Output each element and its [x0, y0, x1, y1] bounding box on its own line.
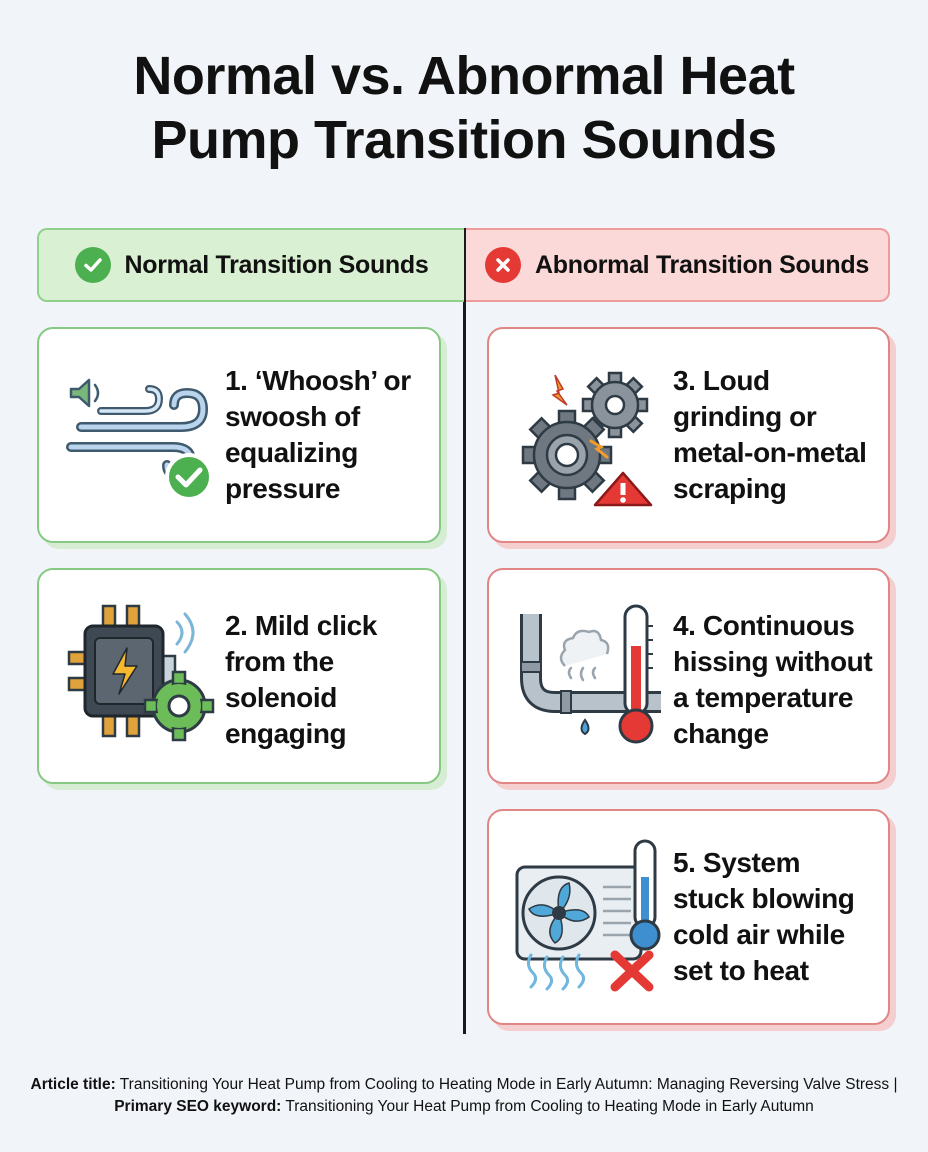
- label-line: solenoid: [225, 682, 337, 713]
- label-line: a temperature: [673, 682, 853, 713]
- label-line: grinding or: [673, 401, 817, 432]
- card-label: 5. System stuck blowing cold air while s…: [673, 845, 883, 989]
- x-icon: [485, 247, 522, 283]
- leaking-pipe-icon: [520, 604, 661, 744]
- title-line-2: Pump Transition Sounds: [151, 110, 777, 170]
- label-line: equalizing: [225, 437, 358, 468]
- abnormal-column-header: Abnormal Transition Sounds: [466, 228, 890, 302]
- label-line: pressure: [225, 473, 341, 504]
- label-line: 3. Loud: [673, 365, 770, 396]
- label-line: hissing without: [673, 646, 873, 677]
- label-line: cold air while: [673, 919, 845, 950]
- column-divider: [463, 228, 466, 1034]
- label-line: change: [673, 718, 769, 749]
- label-line: 2. Mild click: [225, 610, 377, 641]
- card-label: 4. Continuous hissing without a temperat…: [673, 608, 883, 752]
- normal-header-label: Normal Transition Sounds: [124, 250, 429, 279]
- label-line: 4. Continuous: [673, 610, 855, 641]
- card-hissing-sound: 4. Continuous hissing without a temperat…: [487, 568, 890, 784]
- solenoid-valve-icon: [67, 604, 215, 742]
- card-whoosh-sound: 1. ‘Whoosh’ or swoosh of equalizing pres…: [37, 327, 441, 543]
- seo-keyword-label: Primary SEO keyword:: [114, 1098, 282, 1115]
- title-line-1: Normal vs. Abnormal Heat: [133, 46, 795, 106]
- card-solenoid-click: 2. Mild click from the solenoid engaging: [37, 568, 441, 784]
- article-title-label: Article title:: [30, 1076, 116, 1093]
- card-label: 2. Mild click from the solenoid engaging: [225, 608, 435, 752]
- label-line: from the: [225, 646, 334, 677]
- card-cold-air: 5. System stuck blowing cold air while s…: [487, 809, 890, 1025]
- page-title: Normal vs. Abnormal Heat Pump Transition…: [0, 44, 928, 172]
- label-line: swoosh of: [225, 401, 360, 432]
- wind-swoosh-icon: [66, 378, 213, 501]
- seo-keyword-text: Transitioning Your Heat Pump from Coolin…: [281, 1098, 814, 1115]
- label-line: metal-on-metal: [673, 437, 867, 468]
- abnormal-header-label: Abnormal Transition Sounds: [535, 250, 869, 279]
- card-label: 1. ‘Whoosh’ or swoosh of equalizing pres…: [225, 363, 435, 507]
- article-footer: Article title: Transitioning Your Heat P…: [20, 1074, 908, 1118]
- card-grinding-sound: 3. Loud grinding or metal-on-metal scrap…: [487, 327, 890, 543]
- label-line: set to heat: [673, 955, 809, 986]
- label-line: stuck blowing: [673, 883, 855, 914]
- label-line: 5. System: [673, 847, 801, 878]
- normal-column-header: Normal Transition Sounds: [37, 228, 464, 302]
- grinding-gears-icon: [521, 371, 653, 507]
- cold-air-unit-icon: [515, 839, 661, 992]
- card-label: 3. Loud grinding or metal-on-metal scrap…: [673, 363, 883, 507]
- label-line: scraping: [673, 473, 787, 504]
- label-line: 1. ‘Whoosh’ or: [225, 365, 411, 396]
- check-icon: [74, 247, 111, 283]
- label-line: engaging: [225, 718, 347, 749]
- article-title-text: Transitioning Your Heat Pump from Coolin…: [115, 1076, 898, 1093]
